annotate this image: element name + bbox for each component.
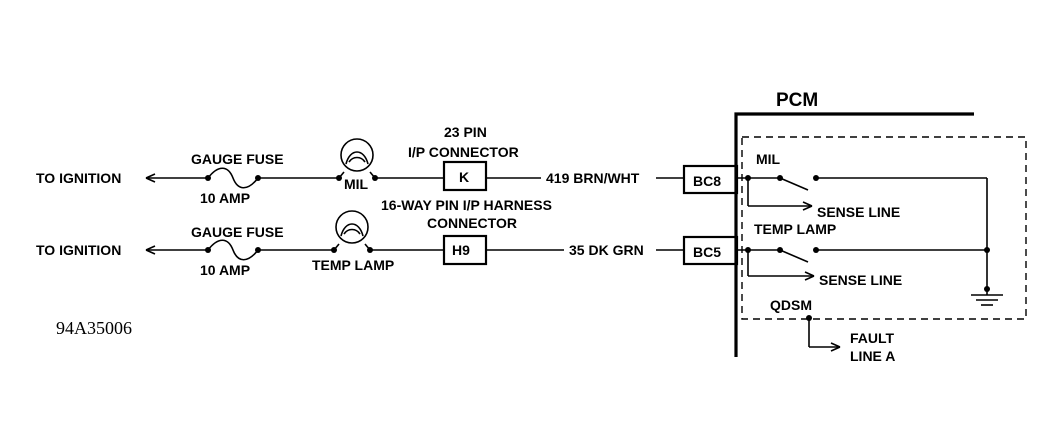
- arrow-right-icon: [804, 271, 815, 281]
- wire-label-2: 35 DK GRN: [569, 242, 644, 258]
- pin23-label: 23 PIN: [444, 124, 487, 140]
- mil-lamp-label: MIL: [344, 176, 369, 192]
- fault-line-a-label: LINE A: [850, 348, 895, 364]
- switch-blade: [779, 177, 809, 191]
- wire-label-1: 419 BRN/WHT: [546, 170, 640, 186]
- connector-h9-label: H9: [452, 242, 470, 258]
- pcm-temp-lamp-label: TEMP LAMP: [754, 221, 836, 237]
- connector-k-label: K: [459, 169, 469, 185]
- gauge-fuse-label-2: GAUGE FUSE: [191, 224, 284, 240]
- sense-line-label-2: SENSE LINE: [819, 272, 902, 288]
- connector-bc8: [682, 164, 739, 195]
- arrow-right-icon: [830, 342, 841, 352]
- gauge-fuse-label-1: GAUGE FUSE: [191, 151, 284, 167]
- pcm-label: PCM: [776, 90, 818, 111]
- sense-line-label-1: SENSE LINE: [817, 204, 900, 220]
- fuse-icon: [207, 167, 259, 189]
- pcm-mil-label: MIL: [756, 151, 781, 167]
- figure-ref: 94A35006: [56, 318, 132, 338]
- qdsm-label: QDSM: [770, 297, 812, 313]
- connector-bc5: [682, 235, 739, 266]
- circuit-temp: TO IGNITION GAUGE FUSE 10 AMP TEMP LAMP …: [36, 197, 739, 278]
- switch-blade: [779, 249, 809, 263]
- connector-h9: [442, 234, 488, 266]
- fuse-icon: [207, 239, 259, 261]
- amp-label-1: 10 AMP: [200, 190, 250, 206]
- pcm-module: PCM MIL SENSE LINE TEMP LAMP SENSE LINE: [734, 90, 1027, 364]
- amp-label-2: 10 AMP: [200, 262, 250, 278]
- pcm-boundary: [734, 112, 974, 357]
- bc8-label: BC8: [693, 173, 721, 189]
- connector-k: [442, 160, 488, 192]
- arrow-right-icon: [802, 201, 813, 211]
- lamp-icon: [335, 210, 369, 244]
- lamp-icon: [340, 138, 374, 172]
- bc5-label: BC5: [693, 244, 721, 260]
- to-ignition-label-2: TO IGNITION: [36, 242, 121, 258]
- harness-label: 16-WAY PIN I/P HARNESS: [381, 197, 552, 213]
- ip-connector-label: I/P CONNECTOR: [408, 144, 519, 160]
- fault-label: FAULT: [850, 330, 895, 346]
- temp-lamp-label: TEMP LAMP: [312, 257, 394, 273]
- harness-connector-label: CONNECTOR: [427, 215, 517, 231]
- to-ignition-label-1: TO IGNITION: [36, 170, 121, 186]
- pcm-internal-box: [741, 136, 1027, 320]
- ground-icon: [971, 289, 1003, 306]
- circuit-mil: TO IGNITION GAUGE FUSE 10 AMP MIL 23 PIN…: [36, 124, 739, 206]
